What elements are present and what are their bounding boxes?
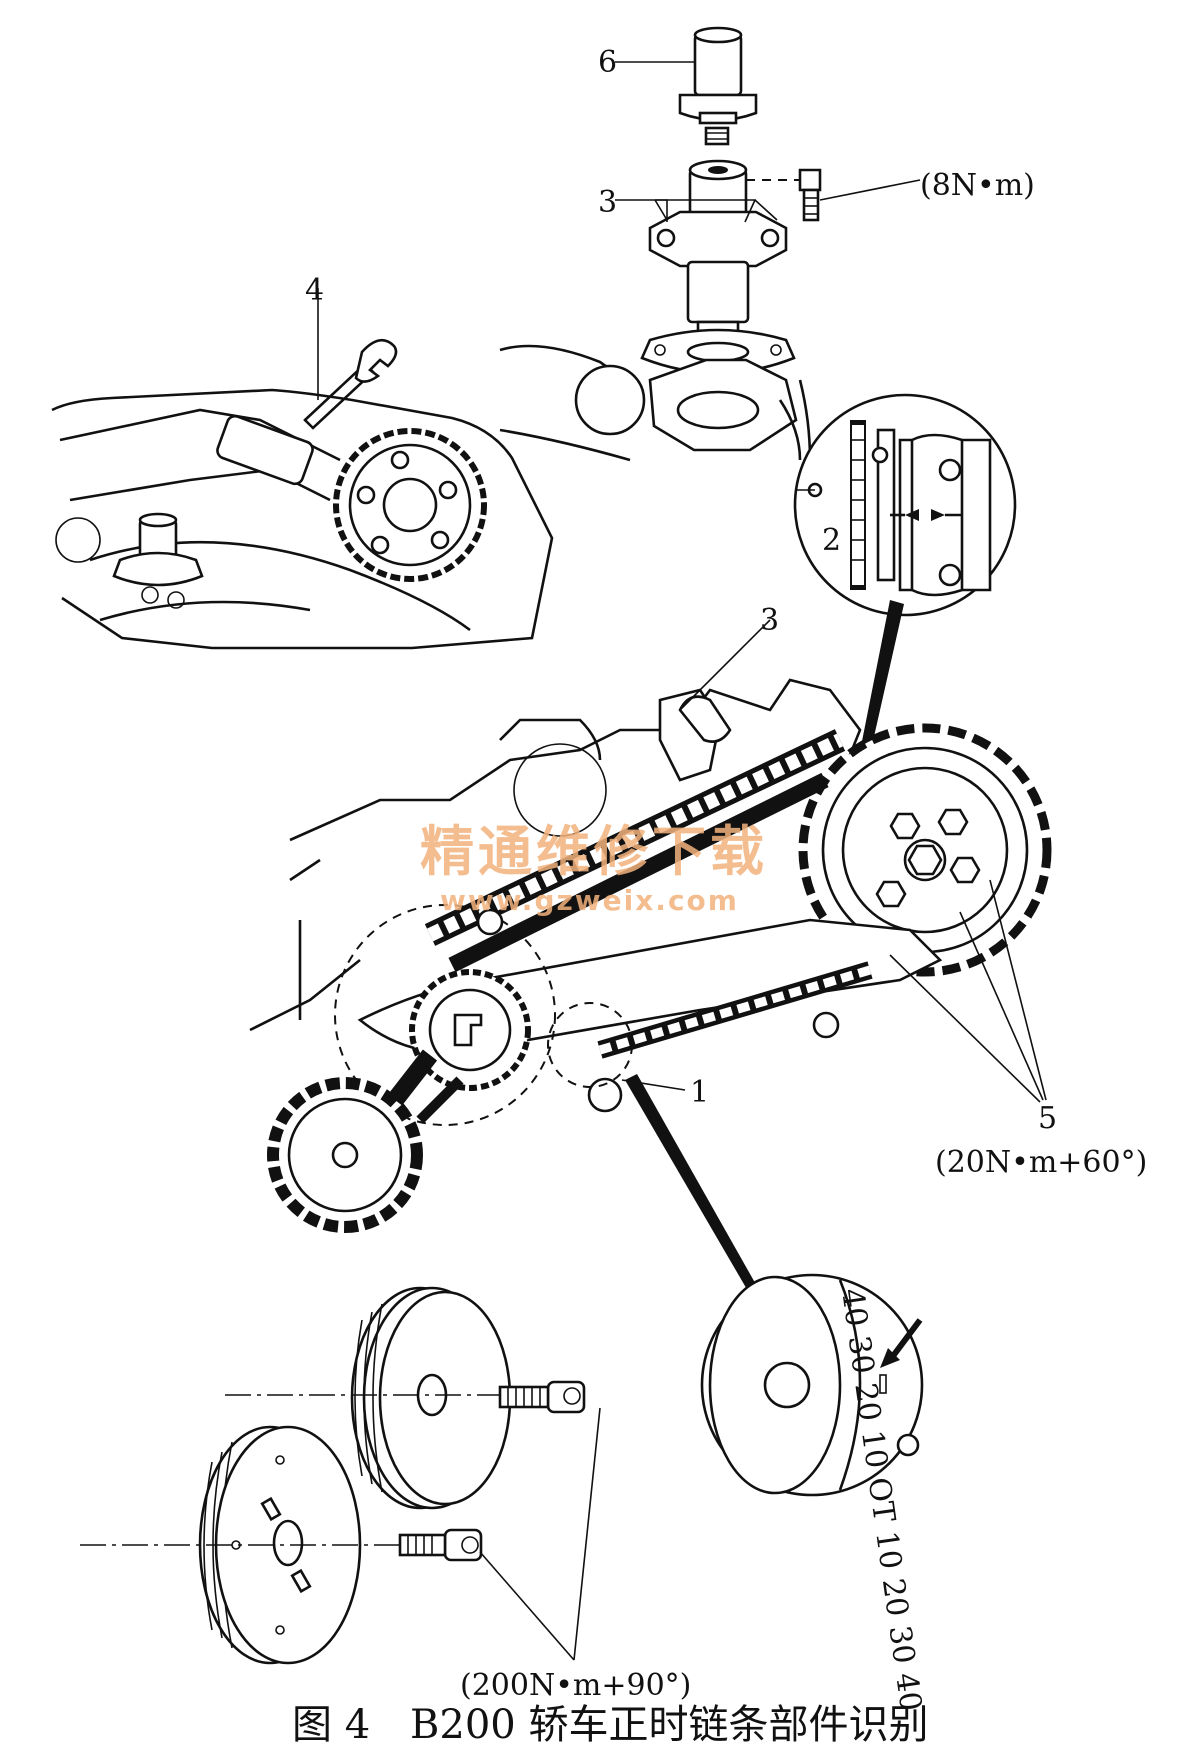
watermark-title: 精通维修下载 [420, 820, 768, 883]
crank-pulley-exploded-view [80, 1286, 601, 1665]
caption-title: B200 轿车正时链条部件识别 [410, 1702, 928, 1748]
torque-8nm: (8N•m) [920, 168, 1035, 203]
torque-20nm: (20N•m+60°) [935, 1145, 1147, 1180]
part-labels: 6 3 (8N•m) 4 2 3 1 5 (20N•m+60°) (200N•m… [305, 45, 1147, 1703]
label-5: 5 [1038, 1101, 1057, 1136]
label-4: 4 [305, 273, 324, 308]
watermark-url: www.gzweix.com [440, 884, 739, 917]
tensioner-bolt [798, 168, 822, 222]
wrench-view [51, 288, 554, 650]
caption-figure-number: 图 4 [292, 1702, 370, 1748]
label-1: 1 [690, 1075, 709, 1110]
label-6: 6 [598, 45, 617, 80]
label-3-top: 3 [598, 185, 617, 220]
watermark: 精通维修下载 www.gzweix.com [420, 820, 768, 917]
tensioner-exploded-view [499, 26, 921, 462]
timing-chain-main-view [249, 619, 1052, 1310]
label-2: 2 [822, 523, 841, 558]
camshaft-detail-view [793, 393, 1017, 834]
label-3-mid: 3 [760, 603, 779, 638]
figure-caption: 图 4 B200 轿车正时链条部件识别 [292, 1702, 928, 1748]
pulley-timing-detail: 40 30 20 10 OT 10 20 30 40 [700, 1273, 928, 1713]
torque-200nm: (200N•m+90°) [460, 1668, 691, 1703]
